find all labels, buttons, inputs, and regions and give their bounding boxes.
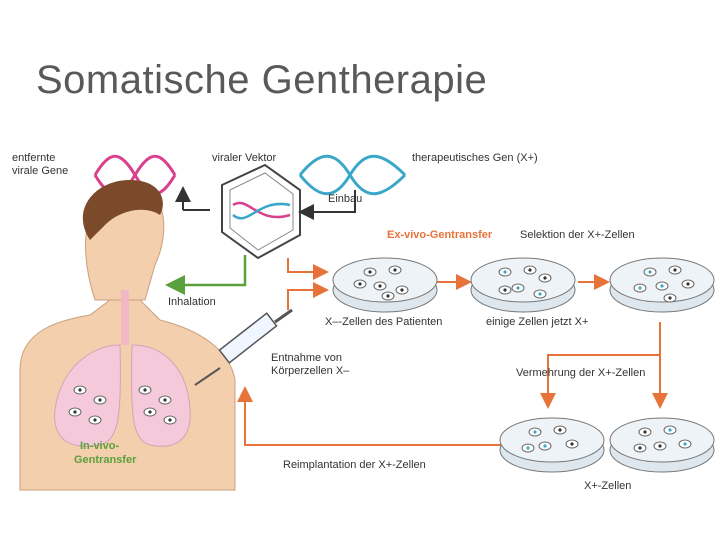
petri-dish-2 [470,257,576,313]
cell-nucleus [400,288,404,292]
cells [68,265,695,453]
cell-nucleus [683,442,687,446]
cell-nucleus [526,446,530,450]
petri-dish-1 [332,257,438,313]
cell-nucleus [686,282,690,286]
label-reimplantation: Reimplantation der X+-Zellen [283,459,426,471]
cell-nucleus [638,286,642,290]
cell-nucleus [98,398,102,402]
human-figure [19,180,236,491]
label-x-plus-cells: X+-Zellen [584,480,632,492]
label-ex-vivo: Ex-vivo-Gentransfer [387,229,493,241]
cell-nucleus [148,410,152,414]
arrow-reimplantation [237,386,505,446]
arrow-multiplication [540,322,661,409]
cell-nucleus [658,444,662,448]
cell-nucleus [163,398,167,402]
label-removed-genes-2: virale Gene [12,165,69,177]
label-removed-genes-1: entfernte [12,152,56,164]
cell-nucleus [516,286,520,290]
cell-nucleus [668,296,672,300]
label-extraction-2: Körperzellen X– [271,365,350,377]
syringe-icon [194,308,293,386]
lung-left [54,344,121,447]
label-patient-cells: X–-Zellen des Patienten [325,316,443,328]
cell-nucleus [378,284,382,288]
therapeutic-gene-helix [298,154,407,196]
petri-dish-4 [499,417,605,473]
arrow-ex-vivo-top [287,258,329,280]
cell-nucleus [503,270,507,274]
arrow-ex-vivo-bottom [287,282,329,310]
cell-nucleus [570,442,574,446]
label-in-vivo-1: In-vivo- [80,440,120,452]
cell-nucleus [368,270,372,274]
label-inhalation: Inhalation [168,296,216,308]
label-some-cells: einige Zellen jetzt X+ [486,316,589,328]
arrow-inhalation [165,255,247,295]
label-extraction-1: Entnahme von [271,352,342,364]
cell-nucleus [78,388,82,392]
cell-nucleus [543,444,547,448]
arrow-insertion [298,190,356,220]
cell-nucleus [558,428,562,432]
cell-nucleus [73,410,77,414]
cell-nucleus [660,284,664,288]
label-therapeutic-gene: therapeutisches Gen (X+) [412,152,538,164]
cell-nucleus [668,428,672,432]
cell-nucleus [648,270,652,274]
cell-nucleus [168,418,172,422]
label-selection: Selektion der X+-Zellen [520,229,635,241]
cell-nucleus [538,292,542,296]
cell-nucleus [643,430,647,434]
cell-nucleus [638,446,642,450]
label-insertion: Einbau [328,193,363,205]
cell-nucleus [543,276,547,280]
viral-vector-hexagon [221,163,301,260]
page-title: Somatische Gentherapie [36,58,488,102]
cell-nucleus [533,430,537,434]
cell-nucleus [386,294,390,298]
label-in-vivo-2: Gentransfer [74,454,137,466]
label-multiplication: Vermehrung der X+-Zellen [516,367,646,379]
cell-nucleus [503,288,507,292]
label-viral-vector: viraler Vektor [212,152,277,164]
cell-nucleus [528,268,532,272]
cell-nucleus [93,418,97,422]
cell-nucleus [358,282,362,286]
cell-nucleus [393,268,397,272]
cell-nucleus [143,388,147,392]
cell-nucleus [673,268,677,272]
